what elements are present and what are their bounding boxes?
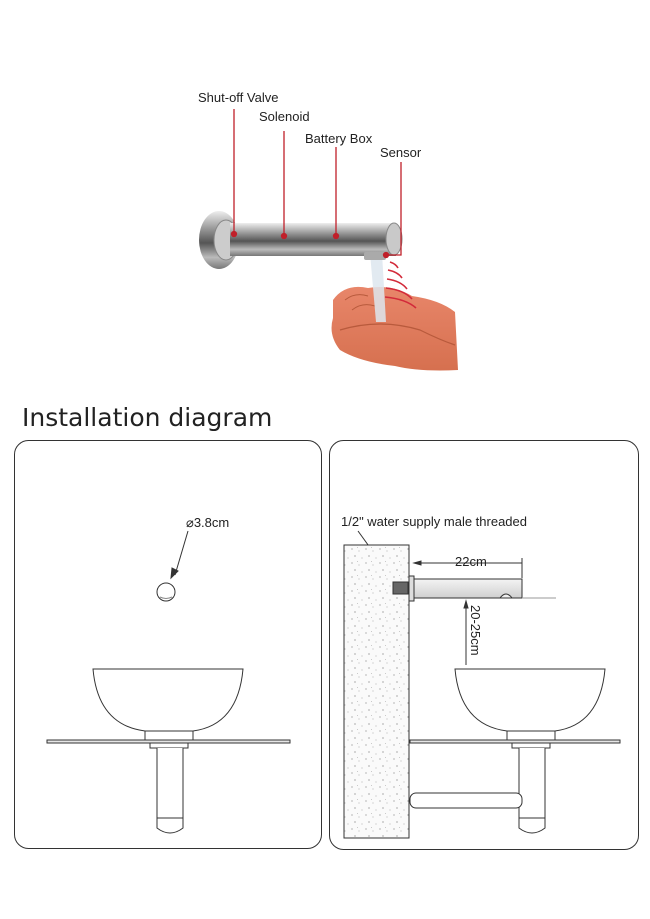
label-battery-box: Battery Box [305,131,373,146]
threaded-connector [392,581,409,595]
callout-lines [230,109,402,259]
spout-length-dimension: 22cm [412,554,523,578]
basin [409,668,621,834]
label-sensor: Sensor [380,145,422,160]
sensor-waves-icon [384,261,417,309]
water-stream [370,253,386,322]
label-solenoid: Solenoid [259,109,310,124]
spout [413,578,523,599]
drain-trap-pipe [409,792,523,809]
svg-text:20-25cm: 20-25cm [468,605,483,656]
basin [46,668,291,834]
faucet-sensor-end [385,222,403,256]
side-view-panel: 1/2" water supply male threaded 22cm 20-… [329,440,639,850]
label-shutoff-valve: Shut-off Valve [198,90,278,105]
faucet-body [230,223,396,256]
supply-note-label: 1/2" water supply male threaded [341,514,527,529]
hands-illustration [331,286,458,371]
page-title: Installation diagram [22,403,272,432]
wall-hole [156,582,176,602]
hole-diameter-label: ⌀3.8cm [186,515,229,530]
height-dimension: 20-25cm [463,599,483,665]
front-view-panel: ⌀3.8cm [14,440,322,849]
svg-text:22cm: 22cm [455,554,487,569]
faucet-product-illustration: Shut-off Valve Solenoid Battery Box Sens… [198,90,458,371]
